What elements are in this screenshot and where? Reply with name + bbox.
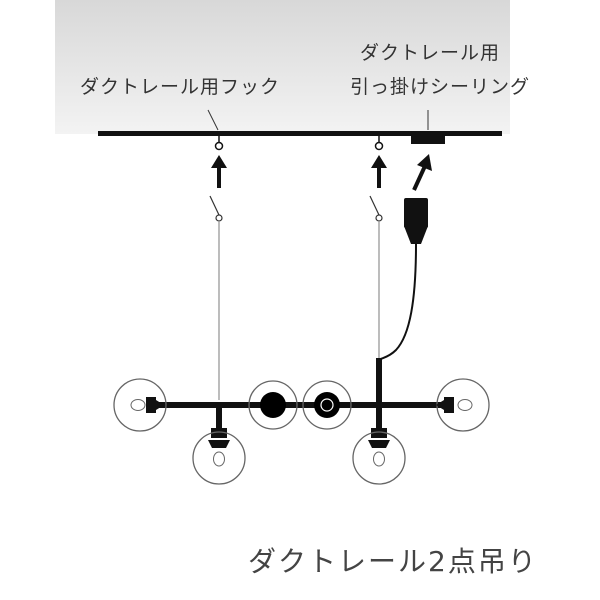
hook-icon xyxy=(209,195,223,222)
ceiling-mount-block xyxy=(411,134,445,144)
cap-icon xyxy=(248,380,298,430)
caption: ダクトレール2点吊り xyxy=(248,545,538,578)
arrow-up-icon xyxy=(211,155,227,188)
fixture-arm xyxy=(150,402,450,408)
fixture-stem xyxy=(376,358,382,404)
down-arm-right xyxy=(376,406,382,428)
arrow-up-icon xyxy=(412,154,432,191)
rail-hook-right xyxy=(374,136,384,151)
leader-line-hook xyxy=(207,109,219,131)
bulb-icon xyxy=(352,428,406,485)
hook-icon xyxy=(369,195,383,222)
cap-icon xyxy=(302,380,352,430)
hook-label: ダクトレール用フック xyxy=(80,76,281,98)
plug-icon xyxy=(404,198,428,244)
duct-rail xyxy=(98,131,502,136)
ceiling-label-line2: 引っ掛けシーリング xyxy=(350,76,531,98)
arrow-up-icon xyxy=(371,155,387,188)
globe-right xyxy=(436,378,490,432)
ceiling xyxy=(55,0,510,134)
globe-left xyxy=(113,378,167,432)
bulb-icon xyxy=(192,428,246,485)
down-arm-left xyxy=(216,406,222,428)
rail-hook-left xyxy=(214,136,224,151)
power-cord xyxy=(378,243,417,361)
ceiling-label-line1: ダクトレール用 xyxy=(360,42,501,64)
